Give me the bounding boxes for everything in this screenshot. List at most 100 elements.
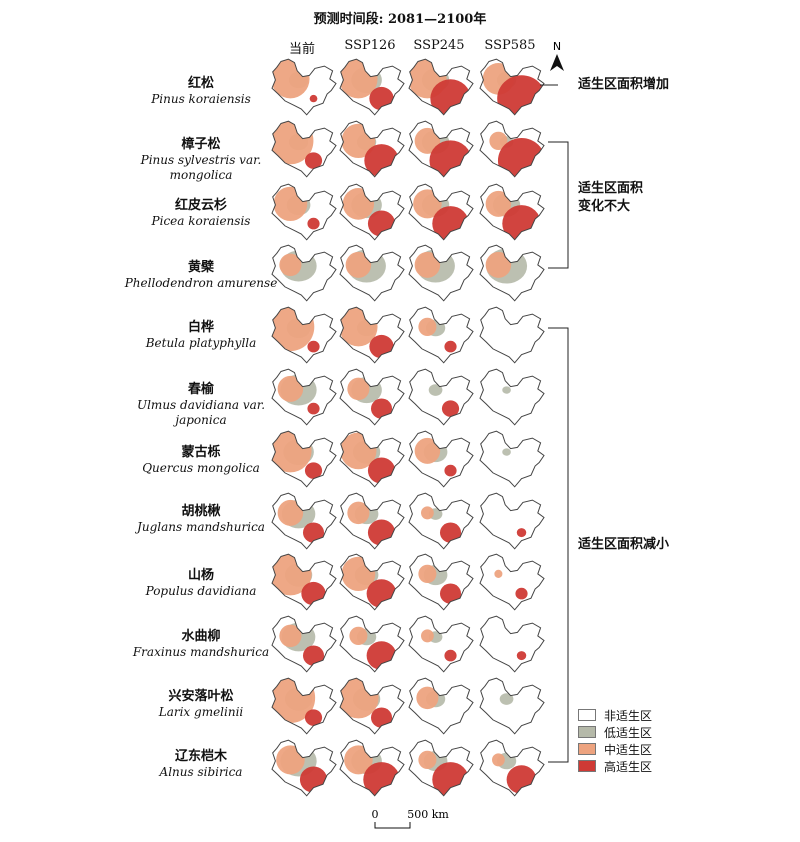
suitability-map — [408, 615, 474, 673]
high-suitability-zone — [516, 528, 527, 538]
suitability-map — [479, 368, 545, 426]
high-suitability-zone — [304, 152, 323, 169]
species-latin-name: Pinus sylvestris var. — [140, 153, 262, 167]
species-label: 黄檗 Phellodendron amurense — [112, 260, 290, 291]
legend-swatch — [578, 726, 596, 738]
legend-swatch — [578, 743, 596, 755]
species-latin-name: Alnus sibirica — [159, 765, 243, 779]
legend-label: 低适生区 — [604, 725, 653, 740]
species-cn-name: 红皮云杉 — [174, 198, 227, 213]
suitability-map — [479, 553, 545, 611]
group-label-increase: 适生区面积增加 — [578, 77, 670, 92]
high-suitability-zone — [370, 398, 393, 419]
column-header-ssp126: SSP126 — [344, 38, 396, 53]
medium-suitability-zone — [489, 131, 508, 151]
high-suitability-zone — [444, 464, 457, 477]
high-suitability-zone — [302, 645, 325, 666]
scale-zero-label: 0 — [372, 808, 379, 821]
medium-suitability-zone — [485, 190, 512, 217]
column-header-current: 当前 — [288, 42, 315, 57]
suitability-map — [339, 58, 405, 116]
suitability-map — [408, 183, 474, 241]
medium-suitability-zone — [418, 750, 437, 770]
suitability-map — [479, 677, 545, 735]
medium-suitability-zone — [279, 253, 302, 277]
species-label: 红皮云杉 Picea koraiensis — [112, 198, 290, 229]
column-header-ssp245: SSP245 — [413, 38, 465, 53]
high-suitability-zone — [307, 402, 320, 415]
species-latin-name: Pinus koraiensis — [151, 92, 251, 106]
species-label: 樟子松 Pinus sylvestris var. mongolica — [112, 137, 290, 183]
species-latin-name: mongolica — [169, 168, 233, 182]
species-latin-name: Populus davidiana — [145, 584, 257, 598]
legend-item: 高适生区 — [578, 758, 652, 774]
suitability-map — [408, 553, 474, 611]
high-suitability-zone — [370, 707, 393, 728]
column-header-ssp585: SSP585 — [484, 38, 536, 53]
species-cn-name: 白桦 — [187, 320, 214, 335]
species-label: 蒙古栎 Quercus mongolica — [112, 445, 290, 476]
species-label: 山杨 Populus davidiana — [112, 568, 290, 599]
suitability-map — [479, 615, 545, 673]
medium-suitability-zone — [414, 251, 441, 278]
suitability-map — [408, 368, 474, 426]
suitability-map — [339, 244, 405, 302]
species-latin-name: japonica — [175, 413, 227, 427]
suitability-map — [271, 306, 337, 364]
high-suitability-zone — [307, 340, 320, 353]
group-label-decrease: 适生区面积减小 — [578, 537, 670, 552]
scale-distance-label: 500 km — [407, 808, 449, 821]
medium-suitability-zone — [494, 569, 503, 578]
legend-label: 高适生区 — [604, 759, 653, 774]
high-suitability-zone — [304, 462, 323, 479]
legend-swatch — [578, 709, 596, 721]
medium-suitability-zone — [421, 629, 434, 643]
species-label: 春榆 Ulmus davidiana var. japonica — [112, 382, 290, 428]
suitability-map — [408, 677, 474, 735]
species-label: 白桦 Betula platyphylla — [112, 320, 290, 351]
scale-bar-line — [374, 822, 411, 829]
suitability-map — [408, 492, 474, 550]
bracket-line — [548, 141, 569, 269]
high-suitability-zone — [441, 400, 460, 417]
species-latin-name: Fraxinus mandshurica — [132, 645, 270, 659]
suitability-map — [408, 430, 474, 488]
high-suitability-zone — [307, 217, 320, 230]
low-suitability-zone — [499, 693, 514, 705]
species-cn-name: 山杨 — [187, 568, 214, 583]
figure-title: 预测时间段: 2081—2100年 — [313, 12, 487, 27]
medium-suitability-zone — [418, 564, 437, 584]
suitability-map — [479, 244, 545, 302]
high-suitability-zone — [302, 522, 325, 543]
legend-label: 中适生区 — [604, 742, 653, 757]
medium-suitability-zone — [347, 377, 370, 401]
north-arrow-icon — [550, 54, 564, 71]
species-label: 辽东桤木 Alnus sibirica — [112, 749, 290, 780]
high-suitability-zone — [444, 340, 457, 353]
legend-item: 低适生区 — [578, 724, 652, 740]
species-latin-name: Picea koraiensis — [151, 214, 251, 228]
suitability-map — [271, 492, 337, 550]
species-latin-name: Larix gmelinii — [158, 705, 244, 719]
medium-suitability-zone — [485, 251, 512, 278]
species-cn-name: 胡桃楸 — [181, 504, 221, 519]
medium-suitability-zone — [347, 501, 370, 525]
suitability-map — [479, 492, 545, 550]
high-suitability-zone — [516, 651, 527, 661]
suitability-map — [271, 739, 337, 797]
species-cn-name: 兴安落叶松 — [168, 689, 234, 704]
species-cn-name: 樟子松 — [181, 137, 221, 152]
medium-suitability-zone — [416, 686, 439, 710]
medium-suitability-zone — [277, 499, 304, 526]
species-cn-name: 春榆 — [187, 382, 214, 397]
suitability-map — [339, 120, 405, 178]
species-cn-name: 水曲柳 — [181, 629, 221, 644]
species-label: 水曲柳 Fraxinus mandshurica — [112, 629, 290, 660]
species-cn-name: 蒙古栎 — [181, 445, 221, 460]
medium-suitability-zone — [279, 624, 302, 648]
low-suitability-zone — [502, 386, 511, 394]
low-suitability-zone — [428, 384, 443, 396]
